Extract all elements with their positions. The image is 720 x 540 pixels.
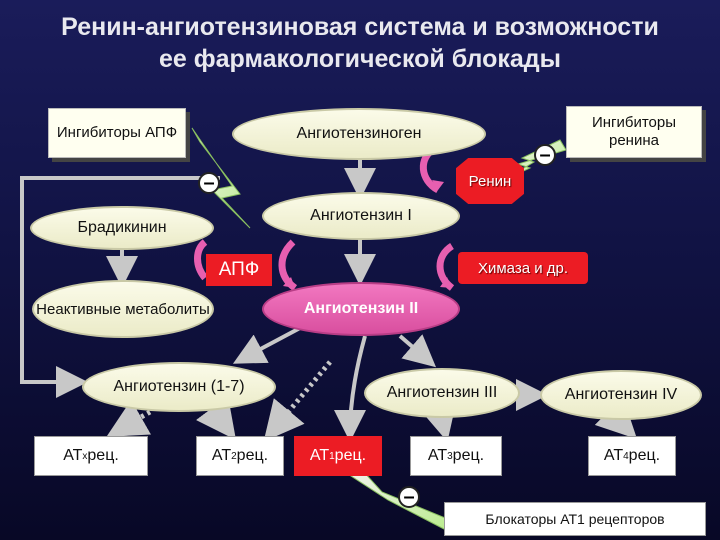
minus-sign-at1: –: [398, 486, 420, 508]
apf-left-arc: [194, 239, 208, 281]
angiotensin-4-node: Ангиотензин IV: [540, 370, 702, 420]
minus-sign-renin: –: [534, 144, 556, 166]
bradykinin-node: Брадикинин: [30, 206, 214, 250]
feedback-loop-line: [20, 176, 220, 398]
renin-node: Ренин: [456, 158, 524, 204]
inactive-metabolites-node: Неактивные метаболиты: [32, 280, 214, 338]
angiotensinogen-node: Ангиотензиноген: [232, 108, 486, 160]
inhibitors-renin-note: Ингибиторы ренина: [566, 106, 702, 158]
angiotensin-2-node: Ангиотензин II: [262, 282, 460, 336]
angiotensin-1-7-node: Ангиотензин (1-7): [82, 362, 276, 412]
arrow-a2-to-at1: [334, 335, 367, 442]
at1-blockers-box: Блокаторы АТ1 рецепторов: [444, 502, 706, 536]
apf-node: АПФ: [206, 254, 272, 286]
chymase-node: Химаза и др.: [458, 252, 588, 284]
apf-inhibitor-bolt: [191, 127, 251, 229]
inhibitors-apf-note: Ингибиторы АПФ: [48, 108, 186, 158]
angiotensin-1-node: Ангиотензин I: [262, 192, 460, 240]
title-line-1: Ренин-ангиотензиновая система и возможно…: [61, 13, 659, 41]
angiotensin-3-node: Ангиотензин III: [364, 368, 520, 418]
minus-sign-apf: –: [198, 172, 220, 194]
arrow-a2-to-a17: [232, 326, 301, 364]
link-a2-at2: [263, 360, 332, 442]
link-a17-atx: [106, 399, 152, 437]
link-a17-at2: [196, 396, 236, 440]
title-line-2: ее фармакологической блокады: [158, 45, 561, 73]
arrow-a2-to-a3: [398, 334, 437, 368]
link-a4-at4: [594, 396, 638, 440]
